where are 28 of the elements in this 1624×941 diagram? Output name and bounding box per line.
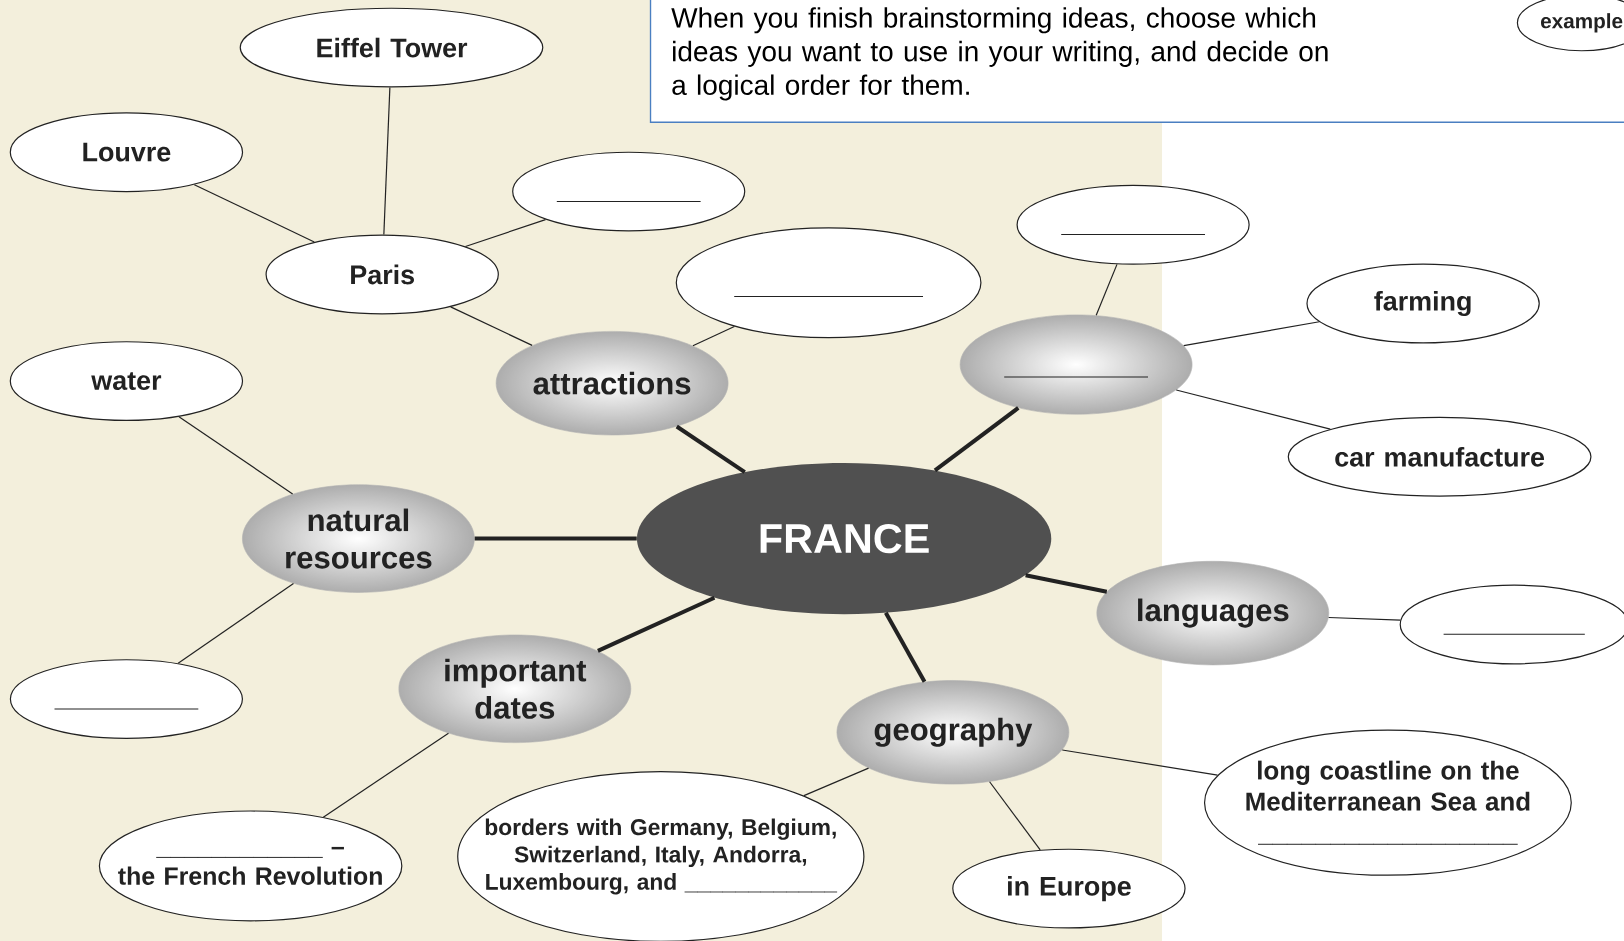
connector-line [989, 781, 1041, 851]
connector-line [464, 219, 547, 248]
connector-line [193, 184, 315, 243]
connector-line [383, 86, 391, 236]
answer-ellipse [9, 659, 243, 740]
connector-line [177, 582, 295, 664]
connector-line [1061, 749, 1219, 776]
connector-line [884, 611, 927, 683]
answer-ellipse [1399, 584, 1624, 665]
connector-line [933, 406, 1020, 473]
answer-ellipse [1016, 184, 1250, 265]
connector-line [597, 595, 716, 653]
connector-line [178, 416, 294, 495]
answer-ellipse [959, 314, 1193, 415]
connector-line [1025, 573, 1108, 594]
connector-line [1175, 389, 1331, 430]
answer-ellipse [512, 151, 746, 232]
connector-line [322, 732, 450, 818]
connector-line [450, 306, 533, 346]
connector-line [1183, 321, 1320, 347]
connector-line [1328, 616, 1401, 621]
connector-line [675, 424, 746, 474]
connector-line [1095, 263, 1118, 316]
answer-ellipse [675, 227, 982, 339]
connector-line [803, 767, 870, 797]
node-label: in Europe [1008, 876, 1131, 902]
connector-line [474, 536, 637, 541]
connector-line [692, 325, 735, 347]
